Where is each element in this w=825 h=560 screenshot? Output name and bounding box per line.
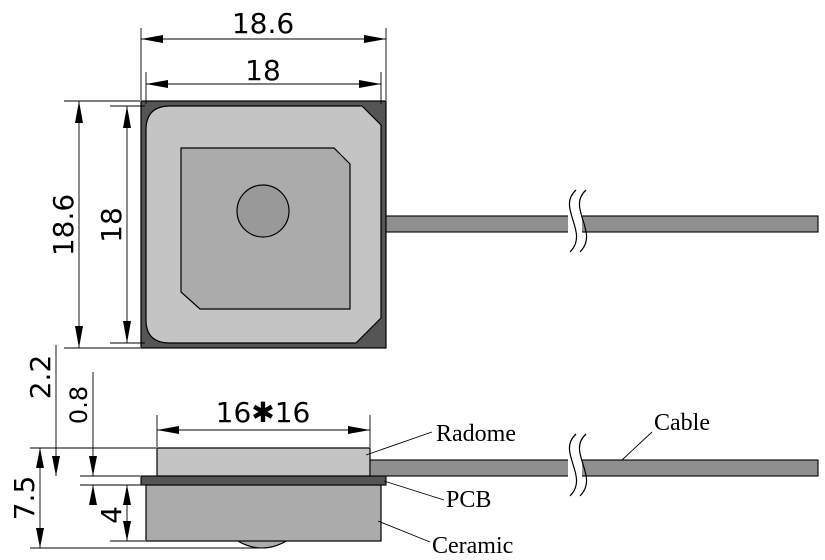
dim-radome-size: 16✱16	[216, 396, 311, 429]
top-cable-break-gap	[568, 212, 582, 236]
side-cable-break-gap	[568, 456, 582, 480]
feed-pin-circle	[236, 184, 290, 238]
side-view	[140, 433, 819, 549]
top-dimensions: 18.6 18	[140, 7, 387, 104]
top-cable-break-line-2	[579, 189, 587, 253]
dim-top-outer-width: 18.6	[232, 7, 294, 40]
side-cable-break-line-2	[579, 433, 587, 497]
dim-top-inner-width: 18	[245, 54, 281, 87]
side-dimensions: 16✱16 7.5 2.2 0.8 4	[8, 345, 371, 549]
side-cable	[369, 459, 819, 477]
dim-side-ceramic-height: 4	[95, 506, 128, 524]
top-cable-break-line-1	[569, 189, 577, 253]
label-radome: Radome	[436, 421, 516, 447]
dim-left-outer-height: 18.6	[47, 194, 80, 256]
dim-side-radome-offset: 2.2	[24, 355, 57, 400]
left-dimensions: 18.6 18	[47, 100, 145, 349]
side-radome-block	[156, 447, 371, 477]
dim-side-pcb-thickness: 0.8	[65, 386, 93, 424]
side-ceramic-block	[145, 484, 382, 542]
top-view	[140, 100, 819, 349]
dim-left-inner-height: 18	[95, 207, 128, 243]
label-pcb: PCB	[446, 487, 491, 513]
label-ceramic: Ceramic	[432, 533, 513, 559]
label-cable: Cable	[654, 410, 710, 436]
top-cable	[385, 215, 819, 233]
callouts: Radome Cable PCB Ceramic	[365, 410, 710, 559]
dim-side-total-height: 7.5	[8, 476, 41, 521]
side-pcb-layer	[140, 475, 387, 486]
side-cable-break-line-1	[569, 433, 577, 497]
